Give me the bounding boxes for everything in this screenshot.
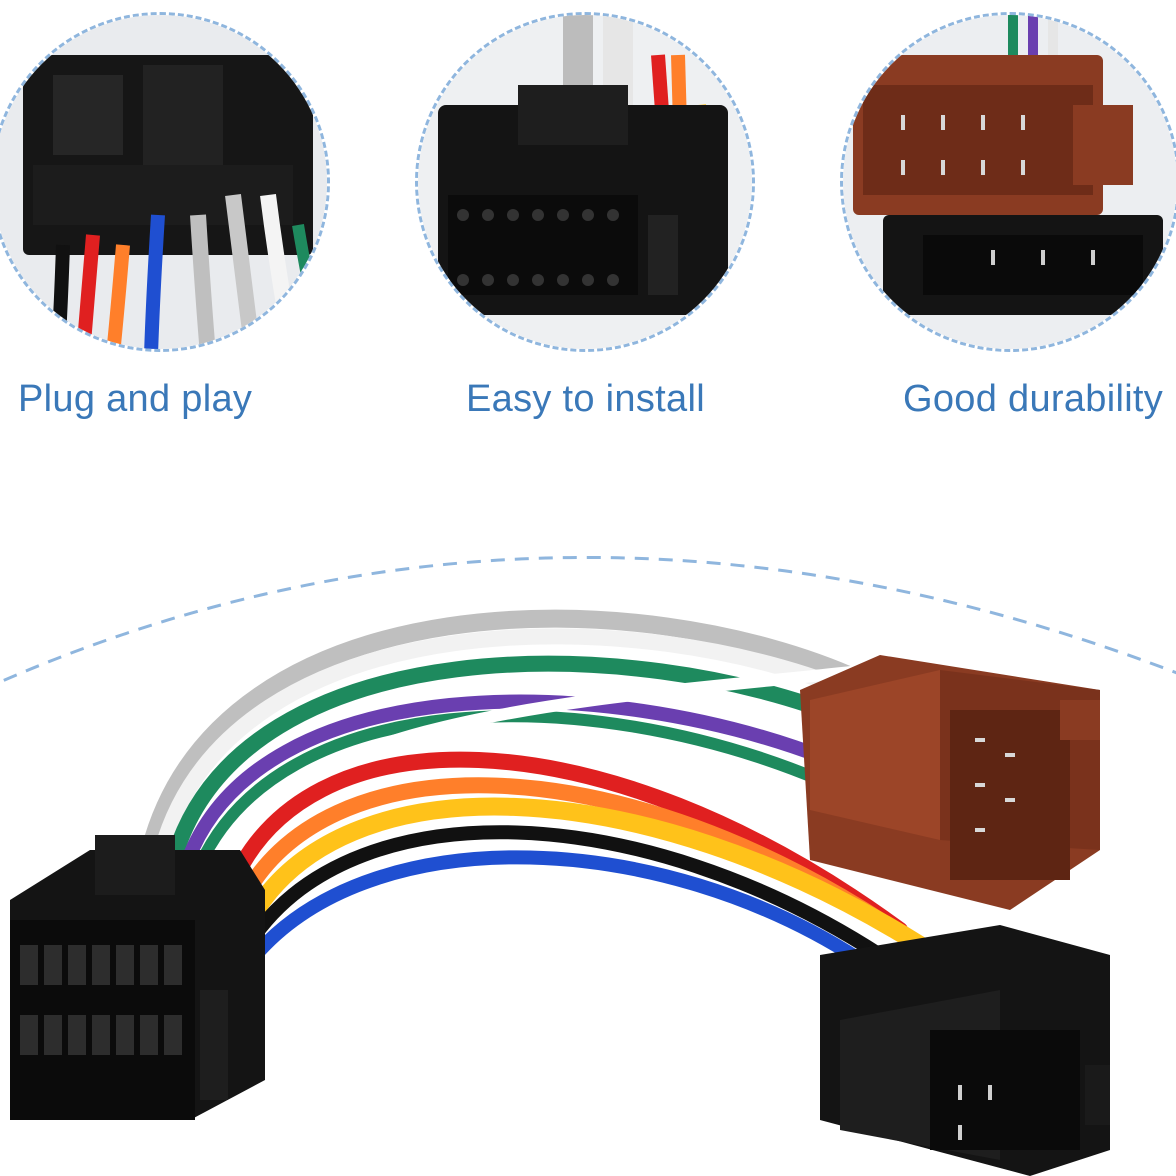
lower-wire-bundle xyxy=(222,751,929,967)
upper-wire-bundle xyxy=(141,609,876,876)
feature-photo-good-durability xyxy=(840,12,1176,352)
head-unit-connector xyxy=(10,835,265,1120)
feature-caption-good-durability: Good durability xyxy=(903,378,1164,420)
iso-speaker-connector xyxy=(820,925,1110,1176)
feature-photo-plug-and-play xyxy=(0,12,330,352)
feature-caption-easy-to-install: Easy to install xyxy=(466,378,705,420)
connector-closeup-illustration xyxy=(0,15,327,349)
wiring-harness-illustration xyxy=(10,609,1110,1176)
feature-photo-easy-to-install xyxy=(415,12,755,352)
iso-power-connector xyxy=(800,655,1100,910)
iso-connector-illustration xyxy=(843,15,1176,349)
head-unit-connector-illustration xyxy=(418,15,752,349)
feature-caption-plug-and-play: Plug and play xyxy=(18,378,253,420)
